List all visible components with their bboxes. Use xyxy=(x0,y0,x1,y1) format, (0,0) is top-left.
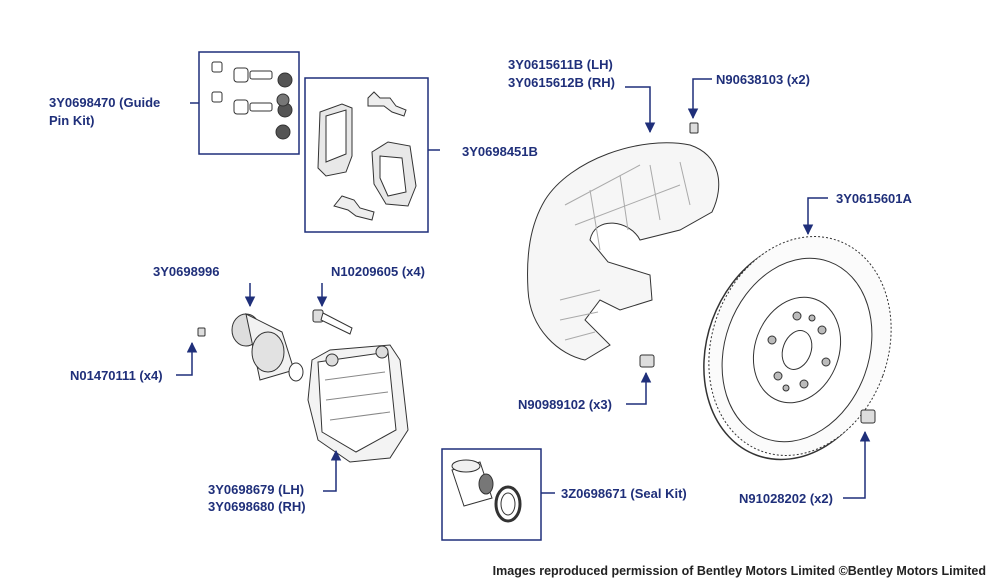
label-seal-kit: 3Z0698671 (Seal Kit) xyxy=(561,486,687,501)
label-disc-screw: N91028202 (x2) xyxy=(739,491,833,506)
splash-shield-part[interactable] xyxy=(527,142,720,361)
shield-screw-top-part[interactable] xyxy=(689,122,699,134)
label-splash-shield-rh: 3Y0615612B (RH) xyxy=(508,75,615,90)
seal-kit-part[interactable] xyxy=(441,448,542,541)
copyright-credit: Images reproduced permission of Bentley … xyxy=(492,564,986,578)
label-guide-pin-kit-line2: Pin Kit) xyxy=(49,113,95,128)
brake-disc-part[interactable] xyxy=(674,211,921,486)
label-piston: 3Y0698996 xyxy=(153,264,220,279)
label-caliper-bolt: N10209605 (x4) xyxy=(331,264,425,279)
caliper-bolt-part[interactable] xyxy=(312,309,353,335)
brake-pads-part[interactable] xyxy=(304,77,429,233)
piston-part[interactable] xyxy=(231,313,304,382)
guide-pin-kit-part[interactable] xyxy=(198,51,300,155)
label-splash-shield-lh: 3Y0615611B (LH) xyxy=(508,57,613,72)
label-guide-pin-kit-line1: 3Y0698470 (Guide xyxy=(49,95,161,110)
brake-caliper-part[interactable] xyxy=(307,344,409,463)
label-shield-screw-top: N90638103 (x2) xyxy=(716,72,810,87)
bleed-screw-part[interactable] xyxy=(197,327,206,337)
leader-lines xyxy=(176,78,871,499)
label-shield-screw-bottom: N90989102 (x3) xyxy=(518,397,612,412)
label-caliper-lh: 3Y0698679 (LH) xyxy=(208,482,305,497)
label-disc: 3Y0615601A xyxy=(836,191,912,206)
shield-screw-bottom-part[interactable] xyxy=(639,354,655,368)
label-caliper-rh: 3Y0698680 (RH) xyxy=(208,499,306,514)
disc-screw-part[interactable] xyxy=(860,409,876,424)
label-brake-pads: 3Y0698451B xyxy=(462,144,538,159)
label-bleed-screw: N01470111 (x4) xyxy=(70,368,163,383)
